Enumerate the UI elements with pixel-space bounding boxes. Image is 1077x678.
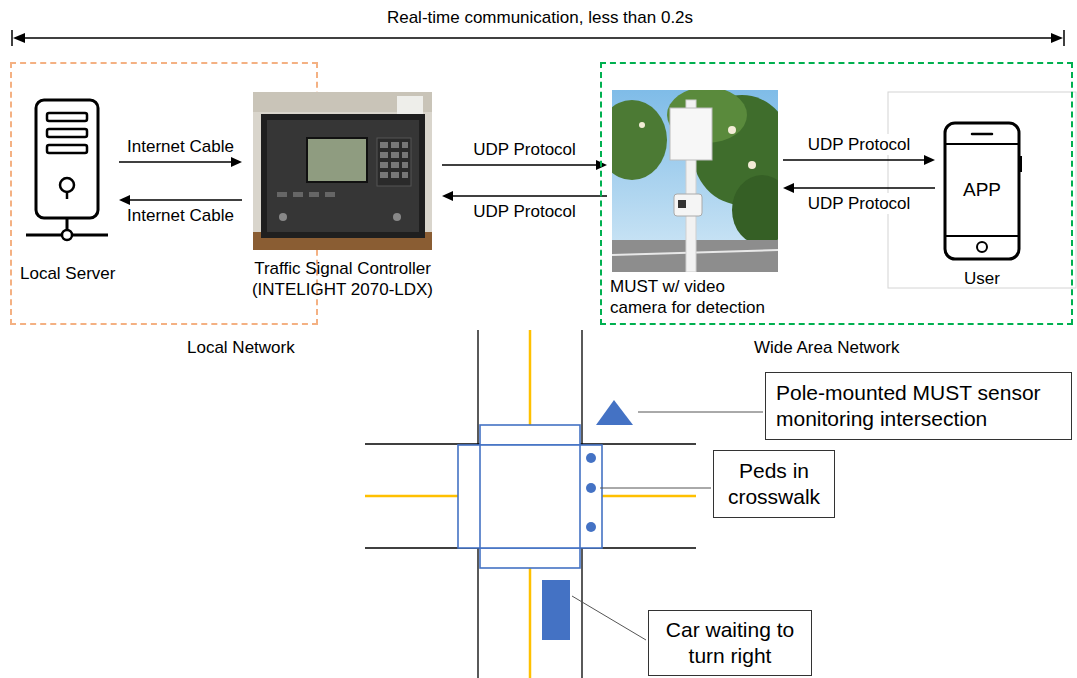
edge-label: Internet Cable [125, 136, 236, 157]
edge-label: Internet Cable [125, 205, 236, 226]
arrow-connector [783, 183, 935, 193]
crosswalks [458, 425, 602, 568]
network-region: Local NetworkLocal ServerTraffic Signal … [10, 62, 318, 325]
user-frame [888, 92, 1076, 288]
callout-text: Pole-mounted MUST sensor monitoring inte… [776, 380, 1061, 433]
callout-text: Peds in crosswalk [724, 458, 824, 511]
arrow-connector [119, 157, 242, 167]
node-label: Local Server [20, 263, 115, 284]
node-label: Traffic Signal Controller (INTELIGHT 207… [240, 258, 445, 301]
node-label: APP [940, 178, 1024, 202]
car-symbol [542, 580, 570, 640]
intersection-roads [365, 330, 696, 678]
phone-icon: APPUser [940, 120, 1024, 262]
arrow-connector [119, 195, 242, 205]
sensor-triangle [596, 400, 633, 425]
sensor-photo: MUST w/ video camera for detection [612, 90, 778, 318]
node-label: Local Network [187, 337, 295, 358]
arrow-connector [442, 160, 607, 170]
arrow-connector [442, 191, 607, 201]
edge-label: UDP Protocol [806, 134, 913, 155]
server-icon-art [20, 95, 114, 249]
callout-text: Car waiting to turn right [659, 617, 801, 670]
controller-photo-art [247, 92, 437, 256]
timing-arrow [12, 30, 1064, 46]
edge-label: UDP Protocol [471, 201, 578, 222]
server-icon: Local Server [20, 95, 114, 295]
callout-box: Pole-mounted MUST sensor monitoring inte… [765, 372, 1072, 440]
controller-photo: Traffic Signal Controller (INTELIGHT 207… [247, 92, 437, 304]
edge-label: UDP Protocol [471, 139, 578, 160]
callout-box: Car waiting to turn right [648, 610, 812, 676]
arrow-connector [783, 155, 935, 165]
leader-lines [572, 412, 763, 640]
pedestrian-dots [586, 453, 596, 532]
road-centerlines [365, 330, 696, 678]
heading-label: Real-time communication, less than 0.2s [387, 7, 693, 28]
sensor-photo-art [612, 90, 778, 276]
node-label: MUST w/ video camera for detection [610, 276, 778, 319]
node-label: User [964, 268, 1000, 289]
node-label: Wide Area Network [754, 337, 900, 358]
edge-label: UDP Protocol [806, 193, 913, 214]
callout-box: Peds in crosswalk [713, 450, 835, 518]
